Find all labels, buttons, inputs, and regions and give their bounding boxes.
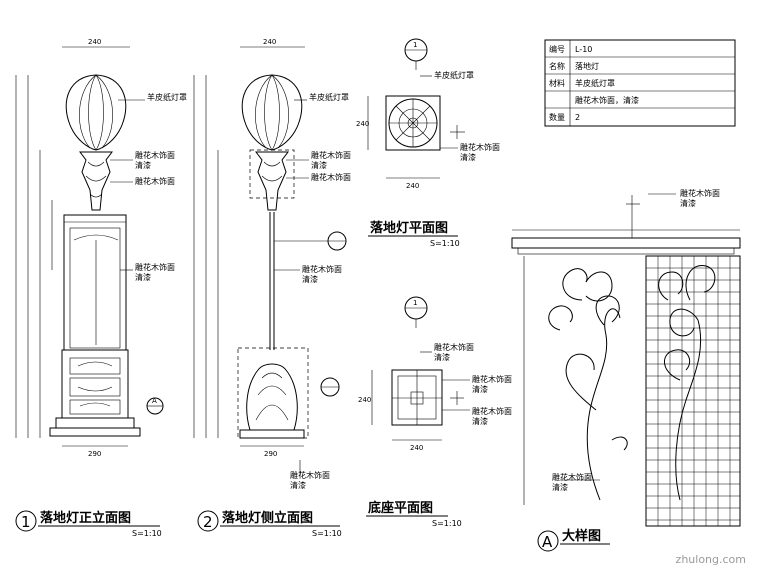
side-elevation: 240 290 羊皮纸灯罩 雕花木饰面 清漆 雕花木饰面 雕花木饰面 清漆 xyxy=(193,38,351,538)
note-base-carving-2: 雕花木饰面 xyxy=(472,374,512,384)
view-3-title: 落地灯平面图 xyxy=(370,220,448,236)
table-label-qty: 数量 xyxy=(549,112,565,122)
info-table: 编号 L-10 名称 落地灯 材料 羊皮纸灯罩 雕花木饰面，清漆 数量 2 xyxy=(544,39,736,127)
note-plan-shade: 羊皮纸灯罩 xyxy=(434,70,474,80)
plan-marker-2: 1 xyxy=(413,299,417,307)
dim-body-width: 290 xyxy=(88,450,101,458)
base-plan-dim-w: 240 xyxy=(410,444,423,452)
view-5-title: 大样图 xyxy=(562,528,601,544)
note-finish-4: 清漆 xyxy=(311,160,327,170)
note-finish-6: 清漆 xyxy=(302,274,318,284)
base-plan: 1 240 240 雕花木饰面 清漆 雕花木饰面 清漆 雕花木饰面 清漆 底座平… xyxy=(358,296,512,528)
table-label-material: 材料 xyxy=(549,78,565,88)
note-base-finish-1: 清漆 xyxy=(434,352,450,362)
note-finish-3: 清漆 xyxy=(135,272,151,282)
note-carving-3: 雕花木饰面 xyxy=(135,262,175,272)
note-shade-1: 羊皮纸灯罩 xyxy=(147,92,187,102)
note-detail-carving-2: 雕花木饰面 xyxy=(552,472,592,482)
table-value-material: 羊皮纸灯罩 xyxy=(575,78,615,88)
view-4-title: 底座平面图 xyxy=(368,500,433,516)
plan-dim-h: 240 xyxy=(356,120,369,128)
plan-marker-1: 1 xyxy=(413,41,417,49)
note-shade-2: 羊皮纸灯罩 xyxy=(309,92,349,102)
view-3-scale: S=1:10 xyxy=(430,239,460,248)
note-detail-finish-1: 清漆 xyxy=(680,198,696,208)
note-carving-2: 雕花木饰面 xyxy=(135,176,175,186)
view-2-number: 2 xyxy=(203,513,213,531)
note-detail-carving-1: 雕花木饰面 xyxy=(680,188,720,198)
note-base-finish-3: 清漆 xyxy=(472,416,488,426)
note-detail-finish-2: 清漆 xyxy=(552,482,568,492)
view-4-scale: S=1:10 xyxy=(432,519,462,528)
dim-top-width-2: 240 xyxy=(263,38,276,46)
detail-a: 雕花木饰面 清漆 雕花木饰面 清漆 A 大样图 xyxy=(511,188,741,552)
note-plan-finish: 清漆 xyxy=(460,152,476,162)
view-5-number: A xyxy=(542,533,553,551)
view-2-scale: S=1:10 xyxy=(312,529,342,538)
table-label-name: 名称 xyxy=(549,61,565,71)
note-plan-carving: 雕花木饰面 xyxy=(460,142,500,152)
view-1-number: 1 xyxy=(21,513,31,531)
note-base-carving-1: 雕花木饰面 xyxy=(434,342,474,352)
section-marker-label: A xyxy=(152,397,157,405)
dim-base-width-2: 290 xyxy=(264,450,277,458)
note-base-carving-3: 雕花木饰面 xyxy=(472,406,512,416)
note-carving-1: 雕花木饰面 xyxy=(135,150,175,160)
dim-top-width: 240 xyxy=(88,38,101,46)
table-value-code: L-10 xyxy=(575,45,592,54)
lamp-plan: 1 240 240 羊皮纸灯罩 雕花木饰面 清漆 落地灯平面图 S=1:10 xyxy=(356,38,500,248)
note-base-finish-2: 清漆 xyxy=(472,384,488,394)
table-value-qty: 2 xyxy=(575,113,580,122)
table-label-code: 编号 xyxy=(549,44,565,54)
front-elevation: 240 290 羊皮纸灯罩 雕花木饰面 xyxy=(15,38,187,538)
note-carving-6: 雕花木饰面 xyxy=(302,264,342,274)
note-carving-4: 雕花木饰面 xyxy=(311,150,351,160)
view-1-title: 落地灯正立面图 xyxy=(40,510,131,526)
table-value-material-2: 雕花木饰面，清漆 xyxy=(575,95,639,105)
view-1-scale: S=1:10 xyxy=(132,529,162,538)
note-finish-7: 清漆 xyxy=(290,480,306,490)
note-carving-7: 雕花木饰面 xyxy=(290,470,330,480)
plan-dim-w: 240 xyxy=(406,182,419,190)
lattice-grid xyxy=(646,256,740,526)
base-plan-dim-h: 240 xyxy=(358,396,371,404)
note-finish-1: 清漆 xyxy=(135,160,151,170)
note-carving-5: 雕花木饰面 xyxy=(311,172,351,182)
watermark: zhulong.com xyxy=(675,553,746,566)
view-2-title: 落地灯侧立面图 xyxy=(222,510,313,526)
table-value-name: 落地灯 xyxy=(575,61,599,71)
